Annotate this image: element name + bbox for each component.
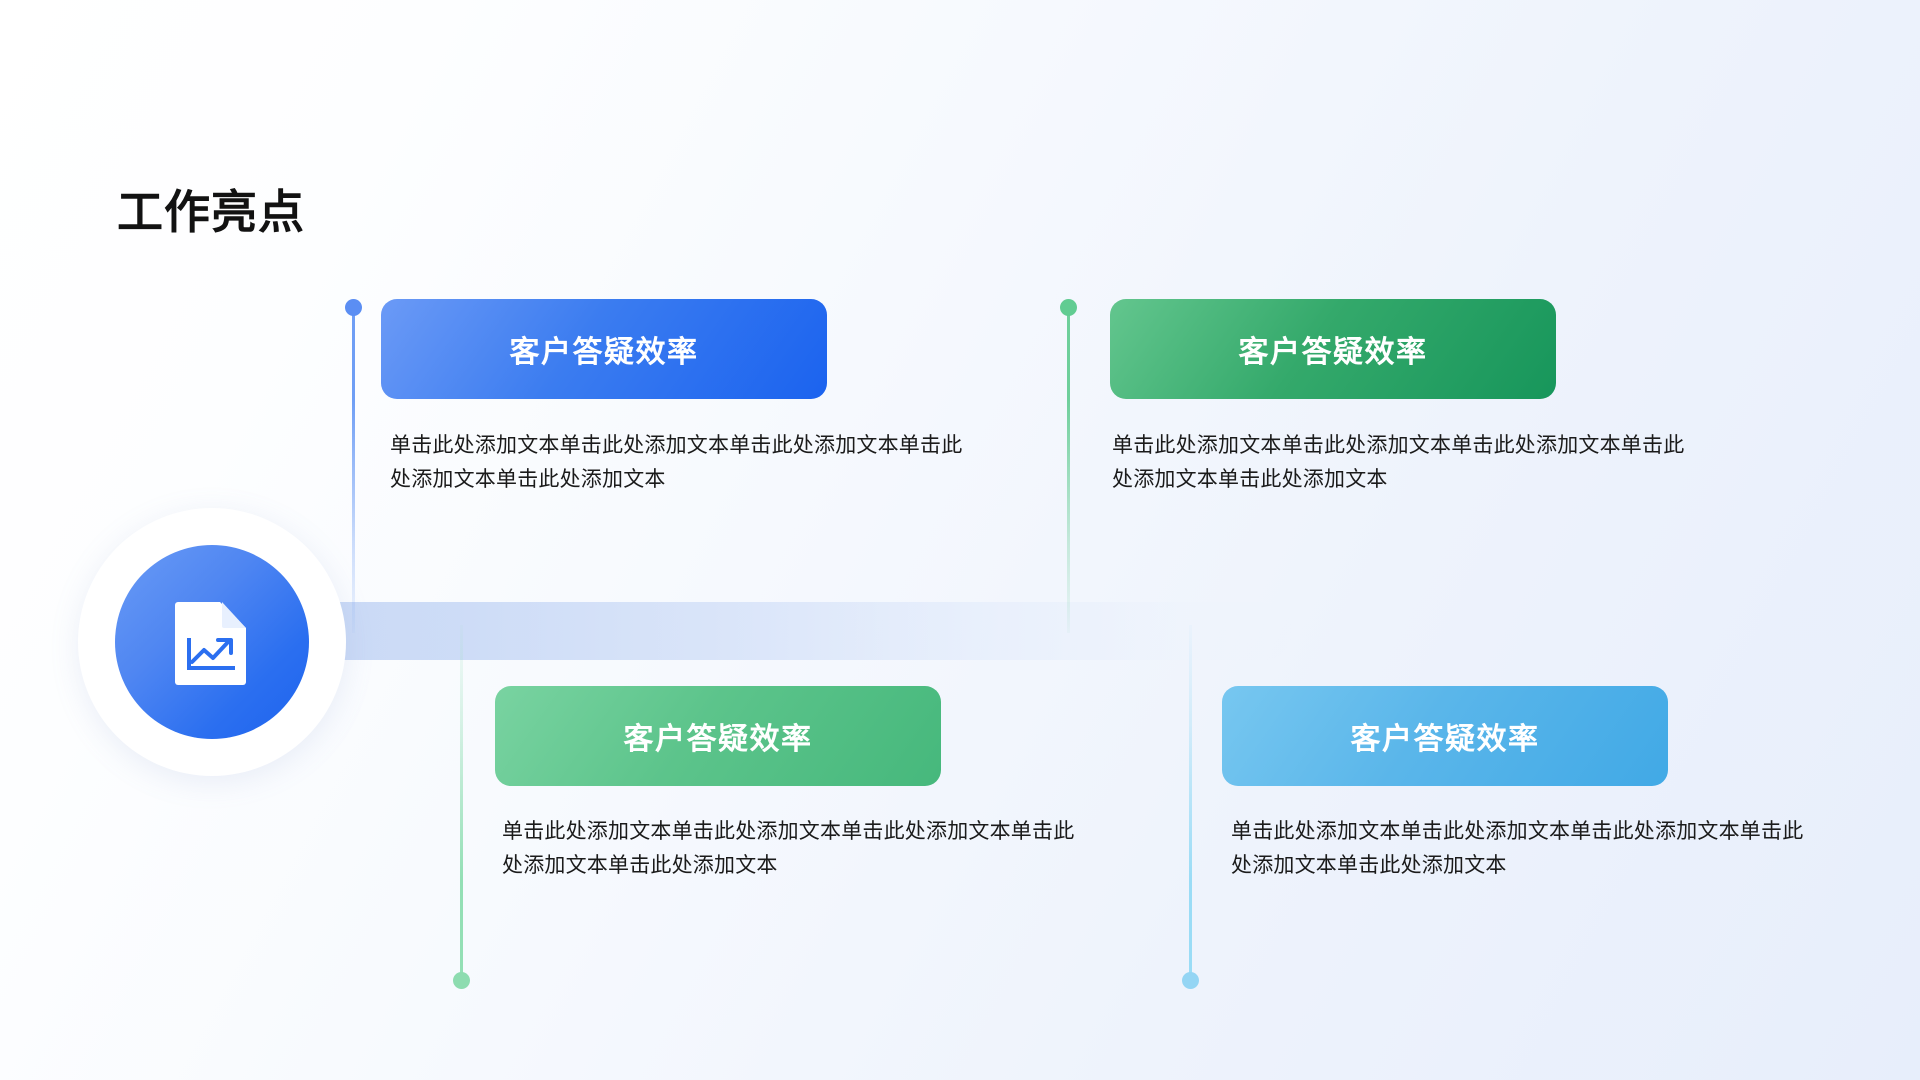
highlight-card-bottom-right[interactable]: 客户答疑效率 xyxy=(1222,686,1668,786)
card-title: 客户答疑效率 xyxy=(623,723,813,756)
document-chart-icon xyxy=(174,599,250,685)
connector-stem-4 xyxy=(1189,625,1192,980)
card-body-bottom-right: 单击此处添加文本单击此处添加文本单击此处添加文本单击此处添加文本单击此处添加文本 xyxy=(1231,820,1804,878)
highlight-card-top-right[interactable]: 客户答疑效率 xyxy=(1110,299,1556,399)
connector-dot-2 xyxy=(1060,299,1077,316)
connector-stem-2 xyxy=(1067,308,1070,633)
connector-dot-3 xyxy=(453,972,470,989)
connector-dot-4 xyxy=(1182,972,1199,989)
connector-stem-3 xyxy=(460,625,463,980)
icon-medallion-disc xyxy=(115,545,309,739)
connector-dot-1 xyxy=(345,299,362,316)
page-title: 工作亮点 xyxy=(117,186,305,238)
connector-stem-1 xyxy=(352,308,355,633)
card-title: 客户答疑效率 xyxy=(1350,723,1540,756)
card-title: 客户答疑效率 xyxy=(509,336,699,369)
card-title: 客户答疑效率 xyxy=(1238,336,1428,369)
highlight-card-top-left[interactable]: 客户答疑效率 xyxy=(381,299,827,399)
card-body-top-left: 单击此处添加文本单击此处添加文本单击此处添加文本单击此处添加文本单击此处添加文本 xyxy=(390,434,963,492)
timeline-band xyxy=(212,602,1292,660)
card-body-bottom-left: 单击此处添加文本单击此处添加文本单击此处添加文本单击此处添加文本单击此处添加文本 xyxy=(502,820,1075,878)
card-body-top-right: 单击此处添加文本单击此处添加文本单击此处添加文本单击此处添加文本单击此处添加文本 xyxy=(1112,434,1685,492)
highlight-card-bottom-left[interactable]: 客户答疑效率 xyxy=(495,686,941,786)
